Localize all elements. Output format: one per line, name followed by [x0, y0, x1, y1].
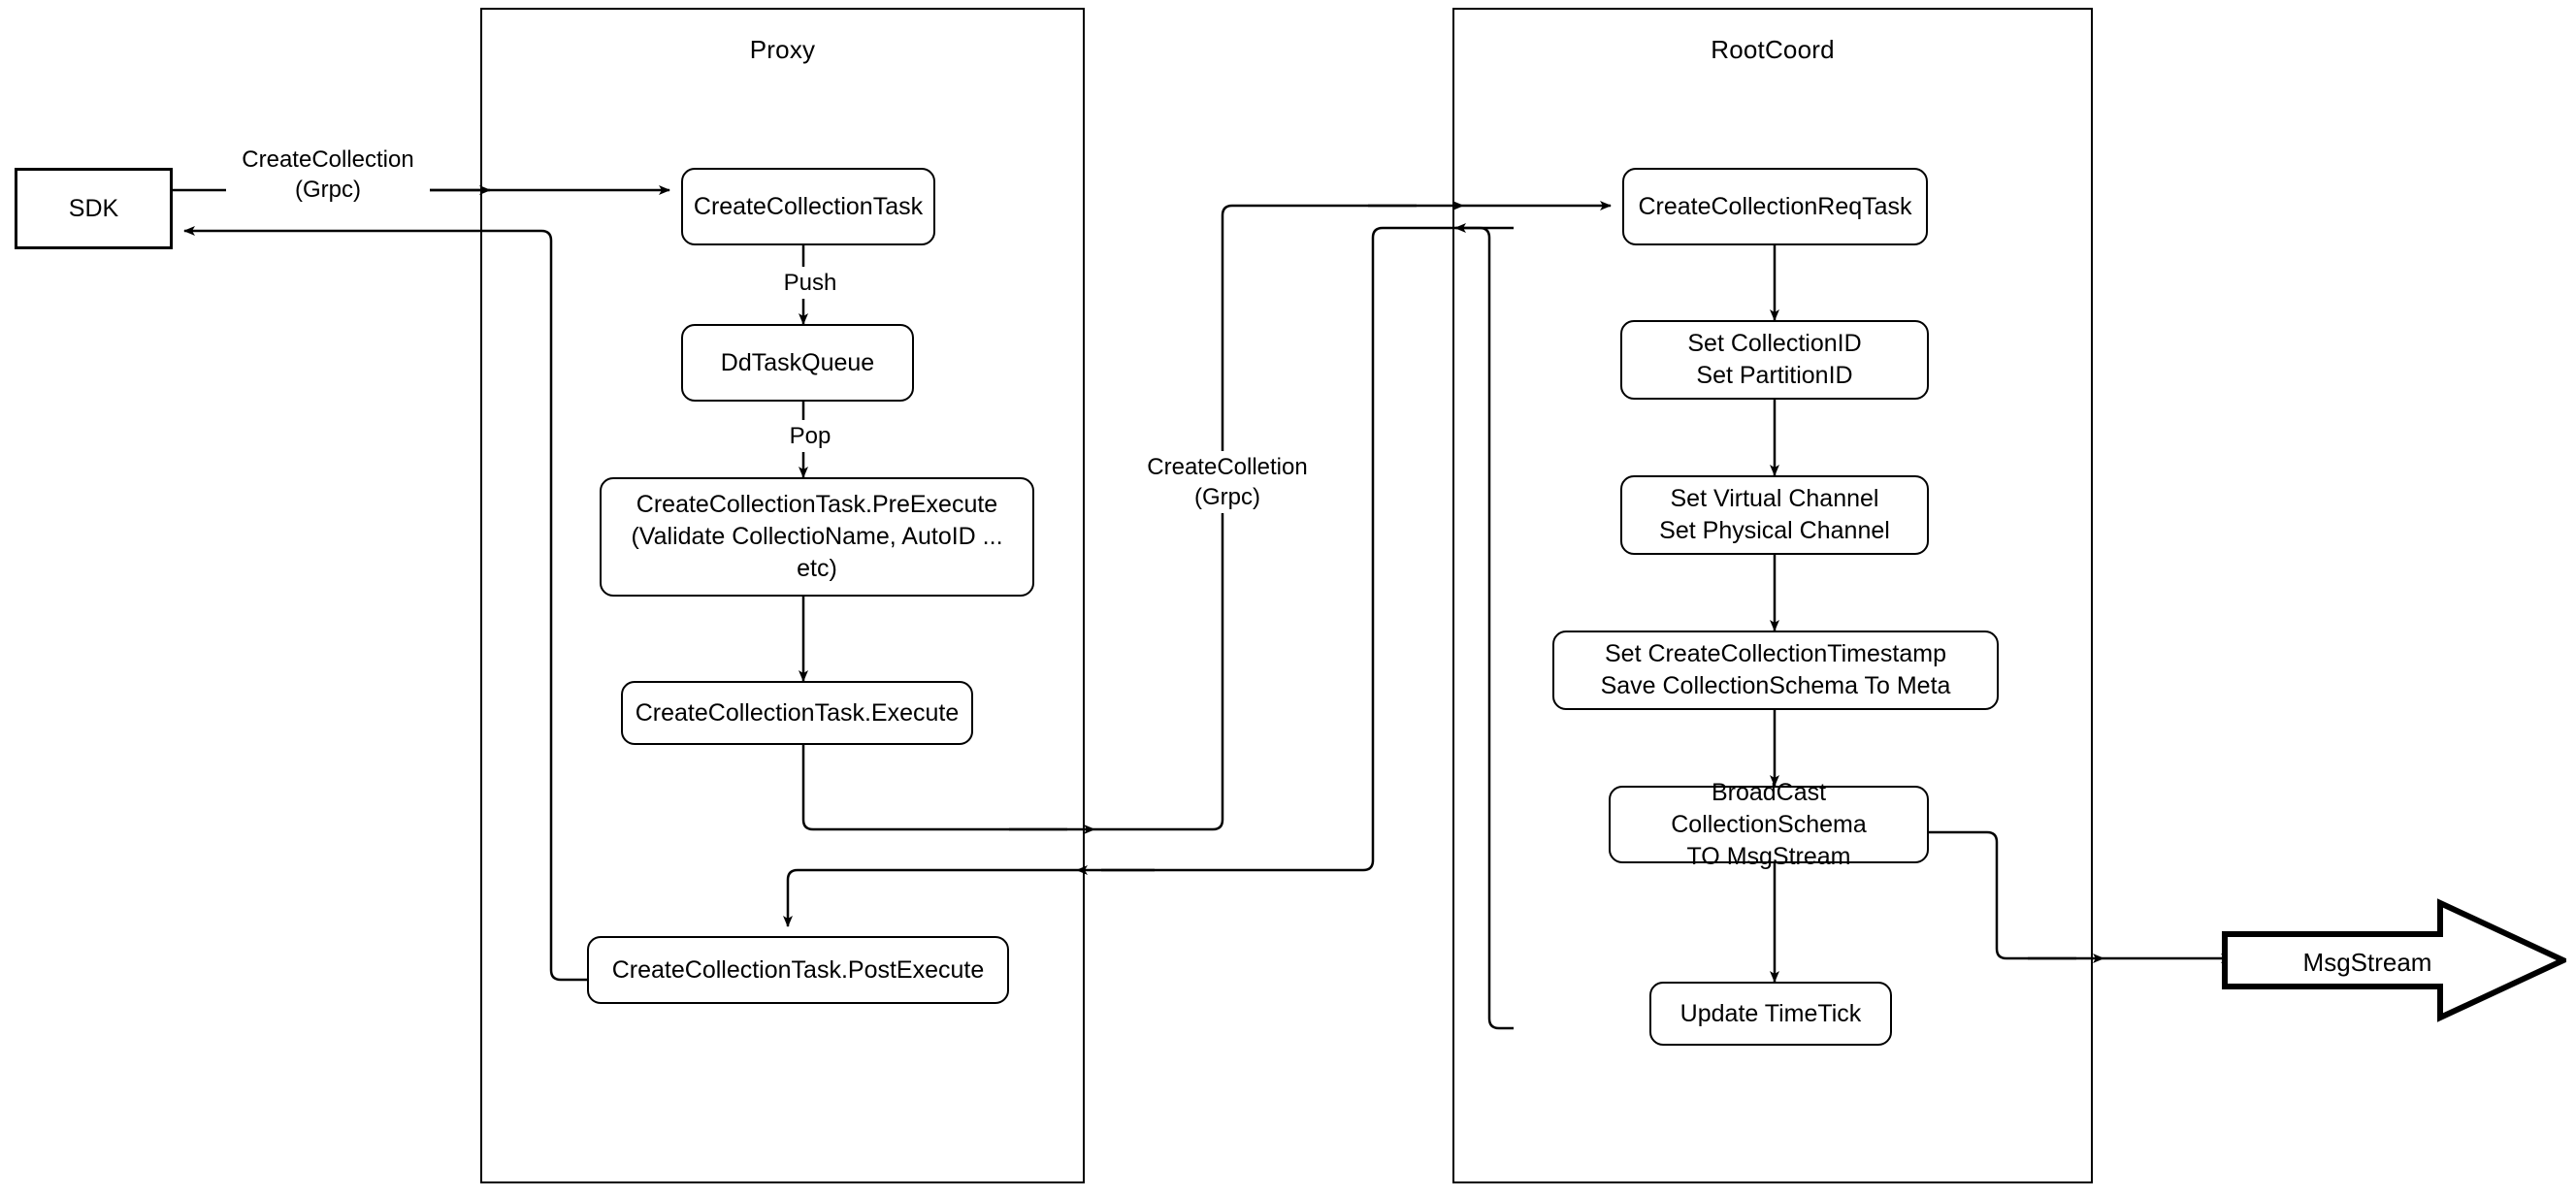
- node-pre-execute[interactable]: CreateCollectionTask.PreExecute (Validat…: [600, 477, 1034, 597]
- edge-label-push: Push: [757, 267, 864, 300]
- node-set-ids[interactable]: Set CollectionID Set PartitionID: [1620, 320, 1929, 400]
- edge-label-pop: Pop: [757, 420, 864, 453]
- node-sdk[interactable]: SDK: [15, 168, 173, 249]
- wire-rootcoord-return-down: [1101, 226, 1397, 872]
- container-rootcoord: RootCoord: [1452, 8, 2093, 1183]
- edge-label-create-colletion-grpc: CreateColletion (Grpc): [1125, 451, 1329, 514]
- node-create-collection-req-task[interactable]: CreateCollectionReqTask: [1622, 168, 1928, 245]
- node-broadcast[interactable]: BroadCast CollectionSchema TO MsgStream: [1609, 779, 1929, 870]
- node-dd-task-queue[interactable]: DdTaskQueue: [681, 324, 914, 402]
- msgstream-label: MsgStream: [2302, 948, 2432, 977]
- node-post-execute[interactable]: CreateCollectionTask.PostExecute: [587, 936, 1009, 1004]
- node-execute[interactable]: CreateCollectionTask.Execute: [621, 681, 973, 745]
- container-rootcoord-title: RootCoord: [1711, 35, 1835, 64]
- msgstream-arrow-icon: [2222, 898, 2571, 1022]
- node-msgstream[interactable]: MsgStream: [2222, 897, 2571, 1023]
- node-set-timestamp[interactable]: Set CreateCollectionTimestamp Save Colle…: [1552, 631, 1999, 710]
- node-create-collection-task[interactable]: CreateCollectionTask: [681, 168, 935, 245]
- container-proxy-title: Proxy: [749, 35, 816, 64]
- edge-label-create-collection-grpc: CreateCollection (Grpc): [226, 144, 430, 207]
- node-update-timetick[interactable]: Update TimeTick: [1649, 982, 1892, 1046]
- wire-proxy-to-rootcoord: [1094, 204, 1417, 831]
- node-set-channels[interactable]: Set Virtual Channel Set Physical Channel: [1620, 475, 1929, 555]
- container-proxy: Proxy: [480, 8, 1085, 1183]
